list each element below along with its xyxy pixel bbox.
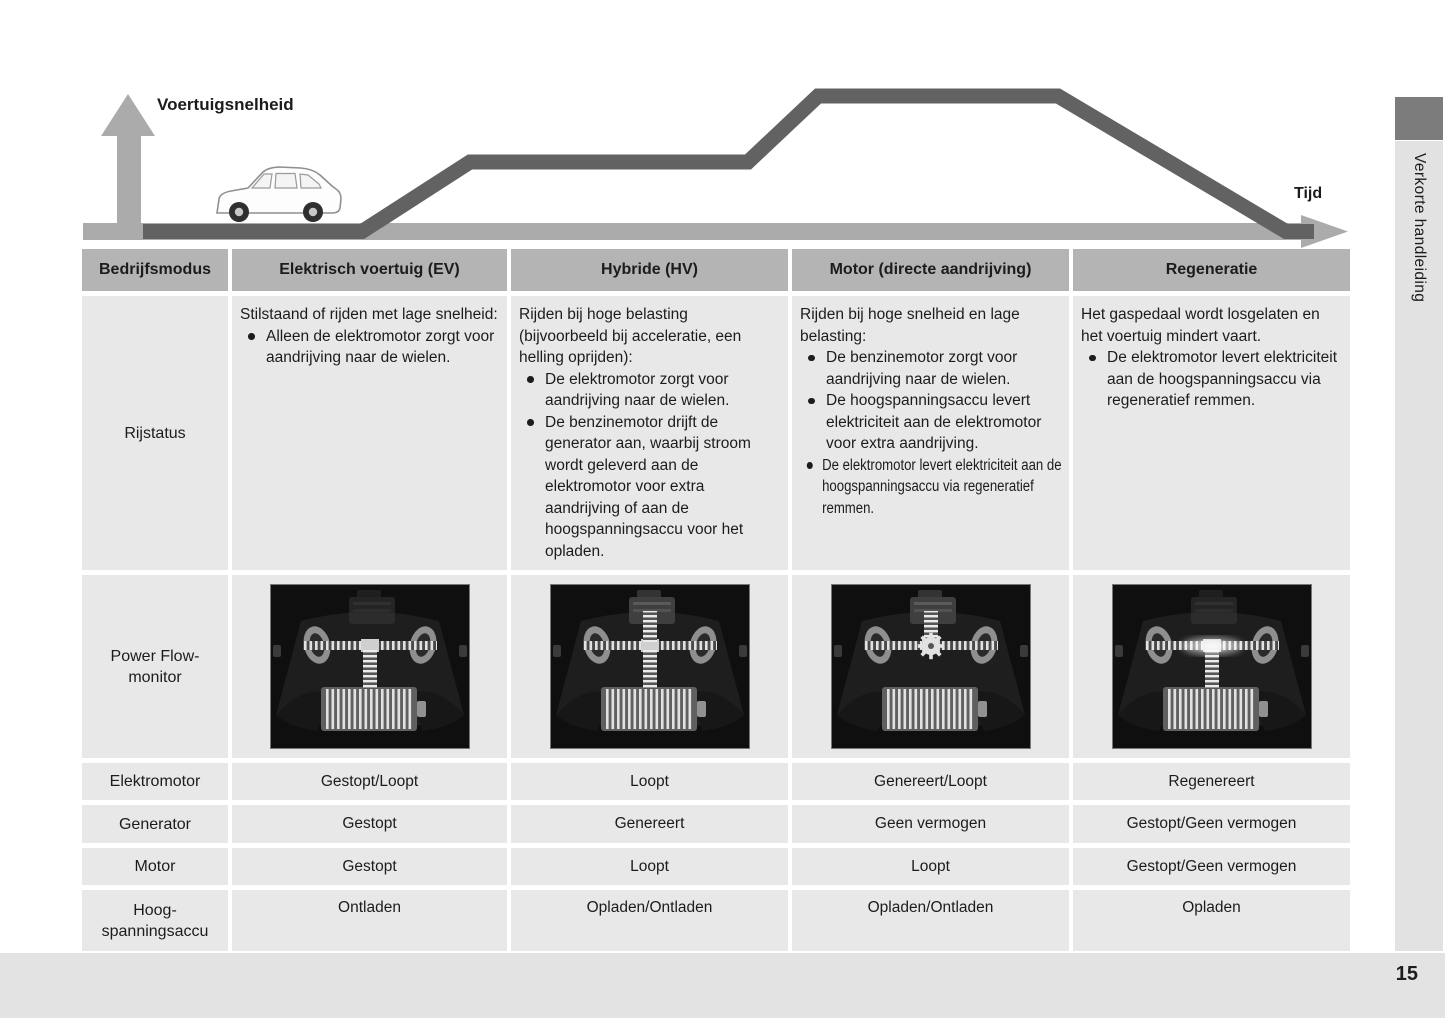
motor-direct-value: Loopt xyxy=(792,848,1069,885)
rijstatus-cell-ev: Stilstaand of rijden met lage snelheid: … xyxy=(232,296,507,570)
powerflow-image-regen xyxy=(1111,584,1312,749)
chapter-sidebar-label: Verkorte handleiding xyxy=(1411,153,1428,303)
rijstatus-cell-regen: Het gaspedaal wordt losgelaten en het vo… xyxy=(1073,296,1350,570)
accu-hv-value: Opladen/Ontladen xyxy=(511,890,788,951)
powerflow-row-label: Power Flow- monitor xyxy=(82,575,228,758)
generator-direct-value: Geen vermogen xyxy=(792,805,1069,843)
powerflow-image-hv xyxy=(549,584,750,749)
generator-regen-value: Gestopt/Geen vermogen xyxy=(1073,805,1350,843)
header-direct-drive: Motor (directe aandrijving) xyxy=(792,249,1069,291)
speed-time-graph: Voertuigsnelheid Tijd xyxy=(83,88,1348,248)
powerflow-image-direct-drive xyxy=(830,584,1031,749)
page-number: 15 xyxy=(1395,963,1418,985)
time-axis-bar xyxy=(83,223,1301,240)
powerflow-cell-direct xyxy=(792,575,1069,758)
y-axis-label: Voertuigsnelheid xyxy=(157,95,294,114)
generator-row-label: Generator xyxy=(82,805,228,843)
accu-ev-value: Ontladen xyxy=(232,890,507,951)
elektromotor-direct-value: Genereert/Loopt xyxy=(792,763,1069,800)
motor-hv-value: Loopt xyxy=(511,848,788,885)
powerflow-image-ev xyxy=(269,584,470,749)
header-bedrijfsmodus: Bedrijfsmodus xyxy=(82,249,228,291)
time-axis-arrowhead xyxy=(1301,215,1348,248)
powerflow-cell-regen xyxy=(1073,575,1350,758)
speed-axis-arrowhead xyxy=(101,94,155,136)
chapter-sidebar: Verkorte handleiding xyxy=(1395,141,1443,951)
elektromotor-row-label: Elektromotor xyxy=(82,763,228,800)
header-ev: Elektrisch voertuig (EV) xyxy=(232,249,507,291)
header-regeneratie: Regeneratie xyxy=(1073,249,1350,291)
generator-ev-value: Gestopt xyxy=(232,805,507,843)
powerflow-cell-ev xyxy=(232,575,507,758)
generator-hv-value: Genereert xyxy=(511,805,788,843)
chapter-tab xyxy=(1395,97,1443,140)
elektromotor-ev-value: Gestopt/Loopt xyxy=(232,763,507,800)
rijstatus-cell-hv: Rijden bij hoge belasting (bijvoorbeeld … xyxy=(511,296,788,570)
speed-curve xyxy=(143,88,1314,239)
car-icon xyxy=(216,166,342,222)
header-hv: Hybride (HV) xyxy=(511,249,788,291)
elektromotor-hv-value: Loopt xyxy=(511,763,788,800)
rijstatus-row-label: Rijstatus xyxy=(82,296,228,570)
motor-row-label: Motor xyxy=(82,848,228,885)
accu-regen-value: Opladen xyxy=(1073,890,1350,951)
page-footer: 15 xyxy=(0,953,1445,1018)
rijstatus-cell-direct: Rijden bij hoge snelheid en lage belasti… xyxy=(792,296,1069,570)
powerflow-cell-hv xyxy=(511,575,788,758)
elektromotor-regen-value: Regenereert xyxy=(1073,763,1350,800)
accu-direct-value: Opladen/Ontladen xyxy=(792,890,1069,951)
accu-row-label: Hoog- spanningsaccu xyxy=(82,890,228,951)
motor-regen-value: Gestopt/Geen vermogen xyxy=(1073,848,1350,885)
x-axis-label: Tijd xyxy=(1294,185,1322,202)
speed-axis-bar xyxy=(117,132,141,240)
motor-ev-value: Gestopt xyxy=(232,848,507,885)
operating-mode-table: Bedrijfsmodus Elektrisch voertuig (EV) H… xyxy=(82,249,1350,951)
